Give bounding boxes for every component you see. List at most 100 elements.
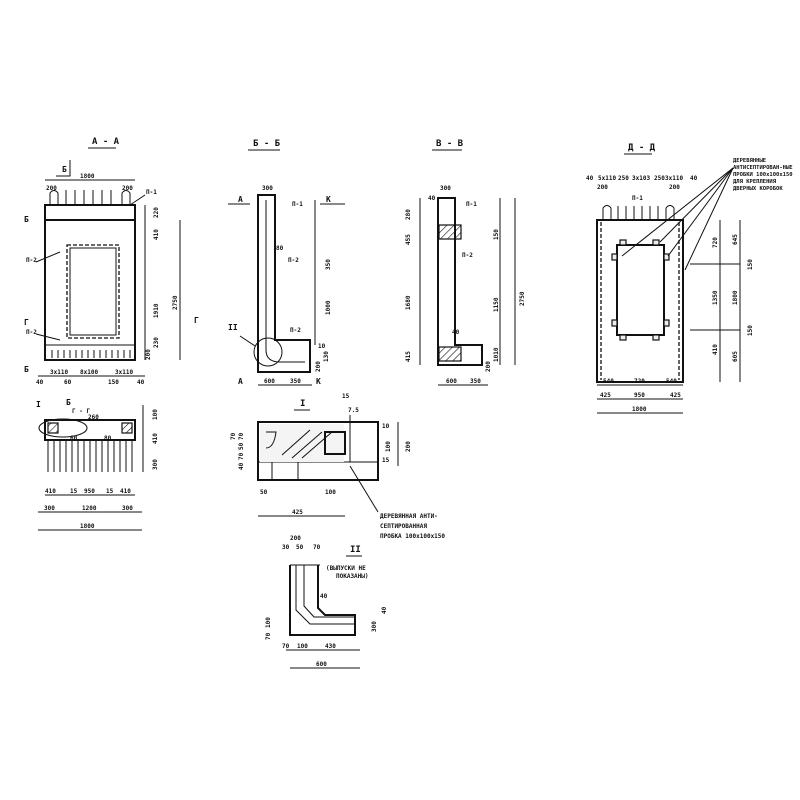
dim-t1: 15 xyxy=(342,393,350,400)
dim-h1: 350 xyxy=(325,259,332,270)
dim-c3: 300 xyxy=(122,505,133,512)
label-p1: П-1 xyxy=(632,195,643,202)
section-vv-title: В - В xyxy=(436,139,464,149)
dim-b-mid: 8x100 xyxy=(80,369,98,376)
dim-w1: 600 xyxy=(446,378,457,385)
dim-s1: 60 xyxy=(64,379,72,386)
dim-h4: 415 xyxy=(405,351,412,362)
dim-v3: 300 xyxy=(152,459,159,470)
callout-k-bottom: К xyxy=(316,377,321,386)
dim-h3: 1680 xyxy=(405,295,412,310)
dim-v2: 300 xyxy=(371,621,378,632)
section-dd: Д - Д 40 5x110 250 3x103 250 3x110 40 20… xyxy=(586,143,793,414)
dim-m: 40 xyxy=(452,329,460,336)
label-p1: П-1 xyxy=(292,201,303,208)
note-line-2: ПОКАЗАНЫ) xyxy=(336,573,369,580)
dim-total: 1800 xyxy=(632,406,647,413)
dim-s2: 150 xyxy=(108,379,119,386)
dim-v1: 100 xyxy=(152,409,159,420)
dim-h3: 10 xyxy=(318,343,326,350)
dim-h-total: 2750 xyxy=(172,295,179,310)
dim-h4: 200 xyxy=(145,349,152,360)
dim-h1: 720 xyxy=(712,237,719,248)
section-aa: А - А Б 1800 200 200 П-1 xyxy=(24,137,199,386)
dim-h1: 100 xyxy=(265,617,272,628)
dim-w4: 15 xyxy=(106,488,114,495)
dim-w5: 410 xyxy=(120,488,131,495)
dim-top3: 3x103 xyxy=(632,175,650,182)
dim-r2: 1150 xyxy=(493,297,500,312)
door-opening xyxy=(616,244,665,336)
detail-mark-ii: II xyxy=(228,323,238,332)
label-p1: П-1 xyxy=(146,189,157,196)
dim-w3: 540 xyxy=(666,378,677,385)
dim-e: 40 xyxy=(428,195,436,202)
dim-r3: 15 xyxy=(382,457,390,464)
dim-top1: 5x110 xyxy=(598,175,616,182)
dim-top4: 250 xyxy=(654,175,665,182)
dim-l5: 70 xyxy=(230,432,237,440)
dim-total: 600 xyxy=(316,661,327,668)
door-opening-frame xyxy=(66,244,120,339)
dim-g: 80 xyxy=(276,245,284,252)
dim-top: 300 xyxy=(440,185,451,192)
dim-left: 200 xyxy=(46,185,57,192)
section-bb-title: Б - Б xyxy=(253,139,281,149)
dim-x1: 425 xyxy=(600,392,611,399)
dim-c2: 1200 xyxy=(82,505,97,512)
dim-r2: 1800 xyxy=(732,290,739,305)
dim-w3: 950 xyxy=(84,488,95,495)
dim-h3: 410 xyxy=(712,344,719,355)
dim-e2: 40 xyxy=(690,175,698,182)
wooden-plug xyxy=(324,431,346,455)
section-gg-title: Г - Г xyxy=(72,408,90,415)
detail-i-title: I xyxy=(300,399,305,409)
dim-h2: 455 xyxy=(405,234,412,245)
dim-w1: 70 xyxy=(282,643,290,650)
label-p2b: П-2 xyxy=(26,329,37,336)
dim-e1: 40 xyxy=(586,175,594,182)
dim-a: 30 xyxy=(282,544,290,551)
dim-b-right: 3x110 xyxy=(115,369,133,376)
dim-w3: 430 xyxy=(325,643,336,650)
dim-h2: 70 xyxy=(265,632,272,640)
dim-c1: 300 xyxy=(44,505,55,512)
detail-ii: II (ВЫПУСКИ НЕ ПОКАЗАНЫ) 200 30 50 70 40… xyxy=(265,535,388,669)
dim-e1: 40 xyxy=(36,379,44,386)
dim-w1: 410 xyxy=(45,488,56,495)
dim-r4: 200 xyxy=(485,361,492,372)
door-opening xyxy=(69,247,117,336)
label-p1: П-1 xyxy=(466,201,477,208)
label-p2a: П-2 xyxy=(26,257,37,264)
dim-total: 2750 xyxy=(519,291,526,306)
dim-width: 1800 xyxy=(80,173,95,180)
note-line-2: СЕПТИРОВАННАЯ xyxy=(380,523,427,530)
dim-h3: 230 xyxy=(153,337,160,348)
dim-e2: 40 xyxy=(137,379,145,386)
dim-b1: 50 xyxy=(260,489,268,496)
dim-v2: 410 xyxy=(152,433,159,444)
dim-x3: 425 xyxy=(670,392,681,399)
dim-g1: 150 xyxy=(747,259,754,270)
dim-h5: 130 xyxy=(323,351,330,362)
dim-s2: 200 xyxy=(669,184,680,191)
dim-w2: 720 xyxy=(634,378,645,385)
dim-top: 200 xyxy=(290,535,301,542)
dim-d3: 80 xyxy=(104,435,112,442)
dim-d1: 260 xyxy=(88,414,99,421)
dim-s1: 200 xyxy=(597,184,608,191)
section-gg: I Б Г - Г 260 60 80 100 410 300 410 15 9… xyxy=(36,398,159,531)
section-vv: В - В 300 40 П-1 П-2 40 280 455 1680 415… xyxy=(405,139,526,386)
dim-r2: 100 xyxy=(385,441,392,452)
dim-l1: 70 xyxy=(238,432,245,440)
callout-k-top: К xyxy=(326,195,331,204)
callout-b-bottom: Б xyxy=(24,365,29,374)
dim-g2: 150 xyxy=(747,325,754,336)
dim-w2: 350 xyxy=(290,378,301,385)
dim-l2: 50 xyxy=(238,442,245,450)
dim-h2: 1910 xyxy=(153,303,160,318)
dim-h2: 1000 xyxy=(325,300,332,315)
section-bb: Б - Б А К 300 П-1 П-2 П-2 II 350 1000 10… xyxy=(228,139,345,386)
detail-ii-title: II xyxy=(350,545,361,555)
detail-i: I 15 7.5 70 50 70 40 70 10 100 15 200 50… xyxy=(230,393,445,540)
